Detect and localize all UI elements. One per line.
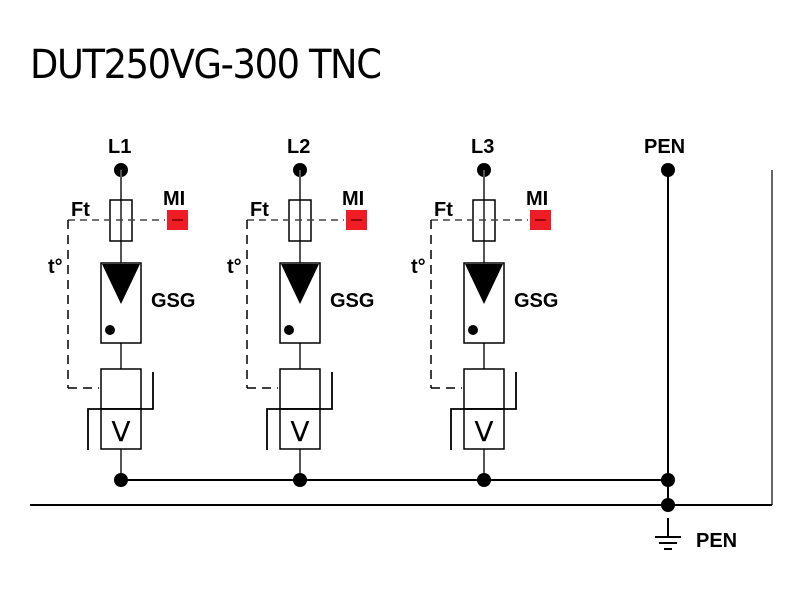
thermal-disconnector-box — [279, 368, 321, 410]
varistor-bracket — [87, 372, 154, 450]
varistor-bracket — [266, 372, 333, 450]
varistor-label: V — [111, 415, 130, 448]
gsg-dot-icon — [284, 325, 294, 335]
busbar-junction-dot — [293, 473, 307, 487]
thermal-label: t° — [411, 256, 426, 278]
varistor-bracket — [450, 372, 517, 450]
indicator-label: MI — [163, 188, 185, 210]
diagram-title: DUT250VG-300 TNC — [30, 42, 382, 88]
thermal-label: t° — [227, 256, 242, 278]
gsg-dot-icon — [468, 325, 478, 335]
indicator-label: MI — [342, 188, 364, 210]
phase-label: L1 — [108, 136, 131, 158]
gsg-label: GSG — [514, 290, 558, 312]
gsg-triangle-icon — [102, 264, 140, 304]
gsg-dot-icon — [105, 325, 115, 335]
thermal-label: t° — [48, 256, 63, 278]
gsg-triangle-icon — [281, 264, 319, 304]
phase-label: L3 — [471, 136, 494, 158]
phase-label: L2 — [287, 136, 310, 158]
gsg-label: GSG — [151, 290, 195, 312]
indicator-label: MI — [526, 188, 548, 210]
busbar-junction-dot — [114, 473, 128, 487]
gsg-label: GSG — [330, 290, 374, 312]
busbar-junction-dot — [477, 473, 491, 487]
thermal-disconnector-box — [100, 368, 142, 410]
fuse-label: Ft — [434, 199, 453, 221]
pen-column: PEN PEN — [644, 136, 737, 552]
fuse-label: Ft — [71, 199, 90, 221]
pen-ground-junction — [661, 498, 675, 512]
fuse-label: Ft — [250, 199, 269, 221]
varistor-label: V — [290, 415, 309, 448]
varistor-label: V — [474, 415, 493, 448]
varistor-box — [463, 408, 505, 450]
ground-pen-label: PEN — [696, 530, 737, 552]
ground-icon — [655, 518, 681, 550]
pen-top-label: PEN — [644, 136, 685, 158]
varistor-box — [279, 408, 321, 450]
thermal-disconnector-box — [463, 368, 505, 410]
gsg-triangle-icon — [465, 264, 503, 304]
pen-busbar-junction — [661, 473, 675, 487]
